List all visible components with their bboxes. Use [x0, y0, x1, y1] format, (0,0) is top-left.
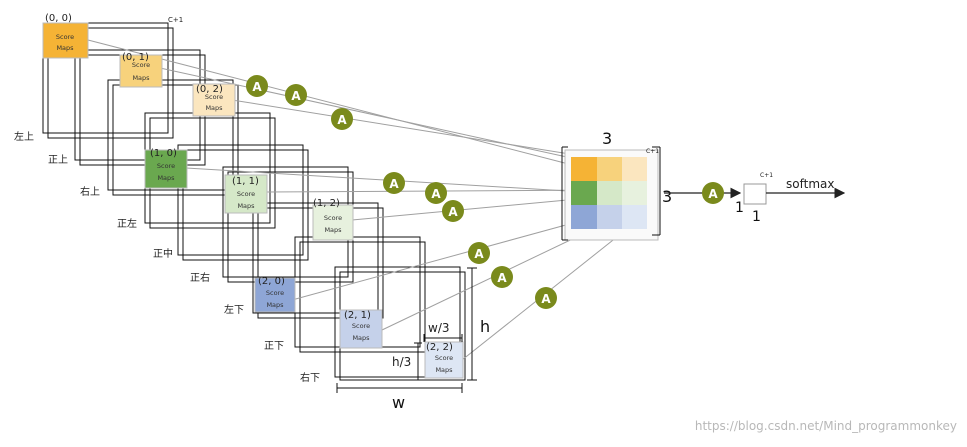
dimension-annotations: w/3 h/3 h w	[336, 267, 490, 412]
label-bottom-left: 左下	[224, 303, 244, 316]
score-map-0-1: (0, 1) Score Maps	[119, 52, 163, 88]
svg-text:Score: Score	[352, 322, 370, 330]
pooled-grid: 3 3 C+1	[561, 129, 672, 241]
watermark: https://blog.csdn.net/Mind_programmonkey	[695, 419, 957, 433]
score-map-1-2: (1, 2) Score Maps	[312, 198, 354, 241]
softmax-label: softmax	[786, 177, 834, 191]
svg-text:Score: Score	[266, 289, 284, 297]
grid-channel-label: C+1	[646, 148, 659, 155]
label-top-center: 正上	[48, 154, 68, 166]
svg-text:A: A	[337, 113, 347, 127]
vector-left-label: 1	[735, 200, 744, 216]
pool-badge-2: A	[285, 84, 307, 106]
svg-text:Score: Score	[324, 214, 342, 222]
svg-text:(2, 0): (2, 0)	[258, 276, 285, 287]
pool-badge-4: A	[383, 172, 405, 194]
label-middle-right: 正右	[190, 271, 210, 284]
h-label: h	[480, 317, 490, 336]
score-map-1-0: (1, 0) Score Maps	[144, 148, 188, 189]
grid-top-label: 3	[602, 129, 612, 148]
svg-text:Score: Score	[205, 93, 223, 101]
pool-badge-6: A	[442, 200, 464, 222]
score-map-0-0: (0, 0) Score Maps	[42, 13, 89, 59]
score-map-patches: (0, 0) Score Maps (0, 1) Score Maps (0, …	[42, 13, 464, 379]
svg-text:Maps: Maps	[266, 301, 284, 309]
svg-text:A: A	[474, 247, 484, 261]
svg-text:(1, 0): (1, 0)	[150, 148, 177, 159]
pool-badge-5: A	[425, 182, 447, 204]
w-label: w	[392, 393, 405, 412]
svg-text:Score: Score	[157, 162, 175, 170]
pool-badge-1: A	[246, 75, 268, 97]
pool-badge-9: A	[535, 287, 557, 309]
label-top-left: 左上	[14, 130, 34, 143]
position-labels: 左上 正上 右上 正左 正中 正右 左下 正下 右下	[14, 130, 320, 384]
score-map-2-1: (2, 1) Score Maps	[339, 309, 383, 349]
svg-text:A: A	[497, 271, 507, 285]
svg-text:(2, 1): (2, 1)	[344, 310, 371, 321]
pool-badges: A A A A A A A A	[246, 75, 724, 309]
svg-text:A: A	[448, 205, 458, 219]
svg-text:(2, 2): (2, 2)	[426, 342, 453, 353]
pool-badge-output: A	[702, 182, 724, 204]
svg-text:Score: Score	[237, 190, 255, 198]
svg-text:Maps: Maps	[324, 226, 342, 234]
svg-text:Score: Score	[435, 354, 453, 362]
pool-badge-7: A	[468, 242, 490, 264]
map-frame-4	[177, 144, 309, 261]
svg-text:(1, 1): (1, 1)	[232, 176, 259, 187]
grid-right-label: 3	[662, 187, 672, 206]
svg-text:A: A	[431, 187, 441, 201]
svg-text:Maps: Maps	[237, 202, 255, 210]
label-bottom-center: 正下	[264, 341, 284, 352]
map-frame-0	[42, 22, 174, 139]
pool-badge-3: A	[331, 108, 353, 130]
svg-text:Score: Score	[132, 61, 150, 69]
h-third-label: h/3	[392, 355, 411, 369]
svg-text:Maps: Maps	[435, 366, 453, 374]
channel-label-first: C+1	[168, 16, 183, 24]
w-third-label: w/3	[428, 321, 450, 335]
svg-text:Maps: Maps	[352, 334, 370, 342]
pool-badge-8: A	[491, 266, 513, 288]
score-map-2-2: (2, 2) Score Maps	[424, 341, 464, 379]
svg-text:(0, 2): (0, 2)	[196, 84, 223, 95]
map-frame-2	[107, 79, 239, 196]
vector-channel-label: C+1	[760, 172, 773, 179]
svg-text:A: A	[541, 292, 551, 306]
svg-text:(1, 2): (1, 2)	[313, 198, 340, 209]
connection-lines	[87, 39, 633, 361]
svg-text:Maps: Maps	[56, 44, 74, 52]
svg-text:(0, 0): (0, 0)	[45, 13, 72, 24]
svg-text:A: A	[291, 89, 301, 103]
svg-text:A: A	[252, 80, 262, 94]
label-top-right: 右上	[80, 185, 100, 198]
output-vector: 1 1 C+1	[735, 172, 773, 225]
svg-text:A: A	[389, 177, 399, 191]
score-map-0-2: (0, 2) Score Maps	[192, 83, 236, 117]
label-middle-left: 正左	[117, 217, 137, 230]
score-map-2-0: (2, 0) Score Maps	[254, 276, 296, 313]
svg-text:Maps: Maps	[205, 104, 223, 112]
label-bottom-right: 右下	[300, 371, 320, 384]
svg-text:Maps: Maps	[132, 74, 150, 82]
label-center: 正中	[153, 247, 173, 260]
svg-text:Maps: Maps	[157, 174, 175, 182]
score-map-1-1: (1, 1) Score Maps	[224, 174, 268, 214]
svg-text:Score: Score	[56, 33, 74, 41]
vector-bottom-label: 1	[752, 209, 761, 225]
svg-text:(0, 1): (0, 1)	[122, 52, 149, 63]
svg-text:A: A	[708, 187, 718, 201]
